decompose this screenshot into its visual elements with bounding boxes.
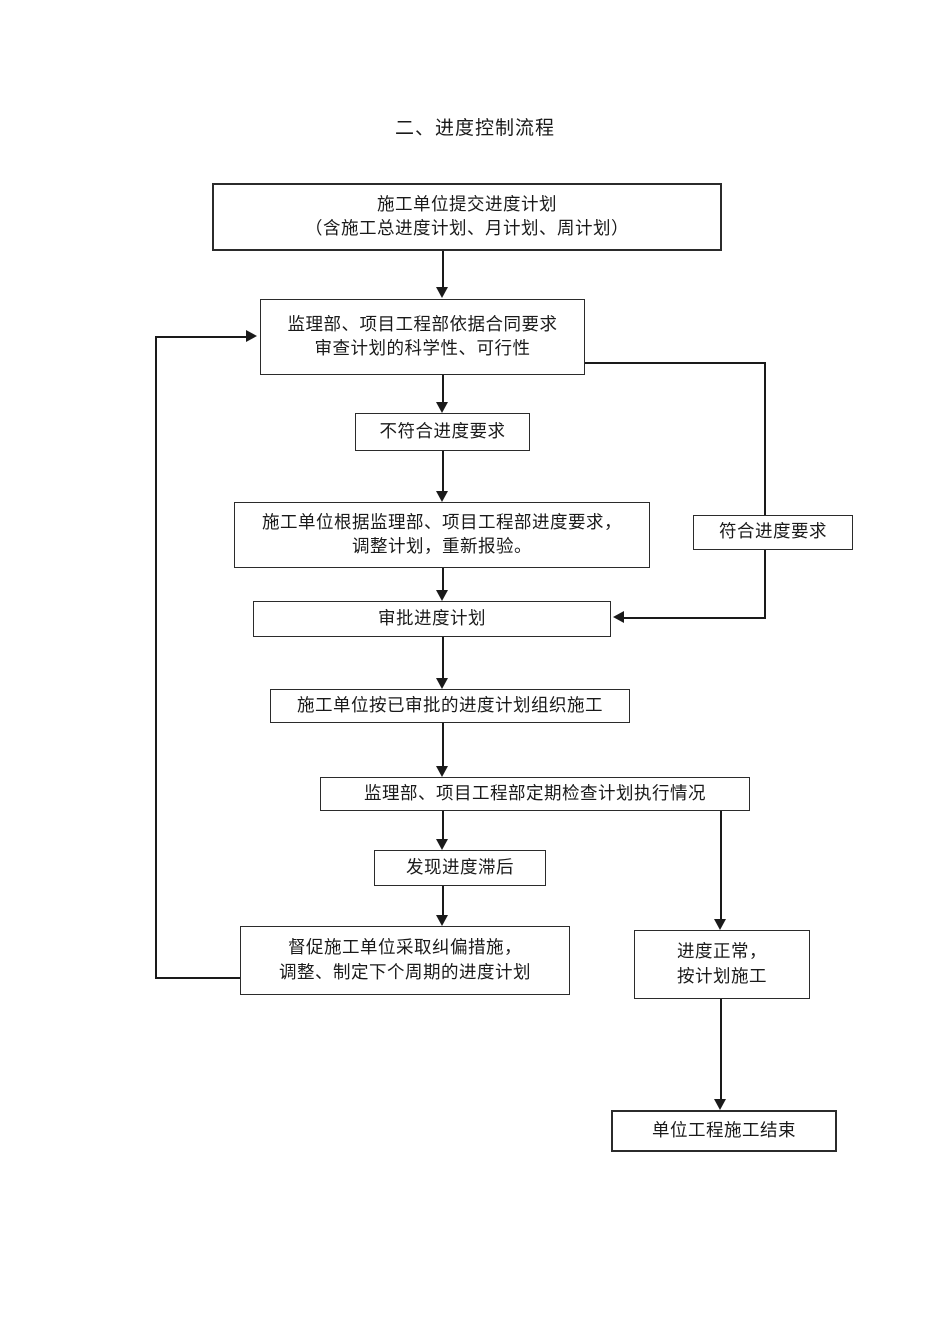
edge-approve-to-organize-arrow [436,678,448,689]
edge-submit-to-review-line [442,251,444,287]
page-title: 二、进度控制流程 [394,117,555,139]
node-organize-construction-label: 施工单位按已审批的进度计划组织施工 [297,695,603,716]
edge-notconform-to-adjust-line [442,451,444,491]
node-periodic-check[interactable]: 监理部、项目工程部定期检查计划执行情况 [320,777,750,811]
node-submit-plan[interactable]: 施工单位提交进度计划 （含施工总进度计划、月计划、周计划） [212,183,722,251]
edge-check-to-normal-arrow [714,919,726,930]
edge-approve-to-organize-line [442,637,444,678]
edge-adjust-to-approve-arrow [436,590,448,601]
node-not-conform[interactable]: 不符合进度要求 [355,413,530,451]
node-adjust-resubmit[interactable]: 施工单位根据监理部、项目工程部进度要求， 调整计划，重新报验。 [234,502,650,568]
edge-feedback-top-h [155,336,247,338]
edge-check-to-lag-line [442,811,444,839]
node-adjust-resubmit-label: 施工单位根据监理部、项目工程部进度要求， 调整计划，重新报验。 [262,512,622,557]
edge-submit-to-review-arrow [436,287,448,298]
node-progress-normal[interactable]: 进度正常， 按计划施工 [634,930,810,999]
node-approve-plan[interactable]: 审批进度计划 [253,601,611,637]
node-progress-lag-label: 发现进度滞后 [406,857,514,878]
node-corrective-measures-label: 督促施工单位采取纠偏措施， 调整、制定下个周期的进度计划 [279,938,531,983]
node-construction-end[interactable]: 单位工程施工结束 [611,1110,837,1152]
edge-organize-to-check-arrow [436,766,448,777]
edge-check-to-normal-line [720,811,722,919]
node-submit-plan-label: 施工单位提交进度计划 （含施工总进度计划、月计划、周计划） [305,194,629,239]
node-organize-construction[interactable]: 施工单位按已审批的进度计划组织施工 [270,689,630,723]
node-review-plan[interactable]: 监理部、项目工程部依据合同要求 审查计划的科学性、可行性 [260,299,585,375]
edge-normal-to-end-line [720,999,722,1099]
edge-conform-to-approve-h [624,617,766,619]
node-corrective-measures[interactable]: 督促施工单位采取纠偏措施， 调整、制定下个周期的进度计划 [240,926,570,995]
edge-lag-to-corrective-arrow [436,915,448,926]
edge-notconform-to-adjust-arrow [436,491,448,502]
edge-lag-to-corrective-line [442,886,444,915]
node-periodic-check-label: 监理部、项目工程部定期检查计划执行情况 [364,783,706,804]
edge-conform-to-approve-v [764,550,766,618]
node-progress-normal-label: 进度正常， 按计划施工 [677,942,767,987]
node-construction-end-label: 单位工程施工结束 [652,1120,796,1141]
node-review-plan-label: 监理部、项目工程部依据合同要求 审查计划的科学性、可行性 [287,314,558,359]
edge-review-to-notconform-arrow [436,402,448,413]
edge-review-to-conform-v [764,362,766,516]
edge-organize-to-check-line [442,723,444,766]
edge-check-to-lag-arrow [436,839,448,850]
edge-review-to-notconform-line [442,375,444,402]
edge-normal-to-end-arrow [714,1099,726,1110]
edge-feedback-bottom-h [155,977,242,979]
edge-feedback-arrow [246,330,257,342]
edge-conform-to-approve-arrow [613,611,624,623]
edge-review-to-conform-h [584,362,766,364]
edge-adjust-to-approve-line [442,568,444,590]
node-approve-plan-label: 审批进度计划 [378,608,486,629]
node-conform[interactable]: 符合进度要求 [693,515,853,550]
node-not-conform-label: 不符合进度要求 [379,421,506,442]
node-progress-lag[interactable]: 发现进度滞后 [374,850,546,886]
node-conform-label: 符合进度要求 [719,522,827,543]
edge-feedback-left-v [155,337,157,978]
